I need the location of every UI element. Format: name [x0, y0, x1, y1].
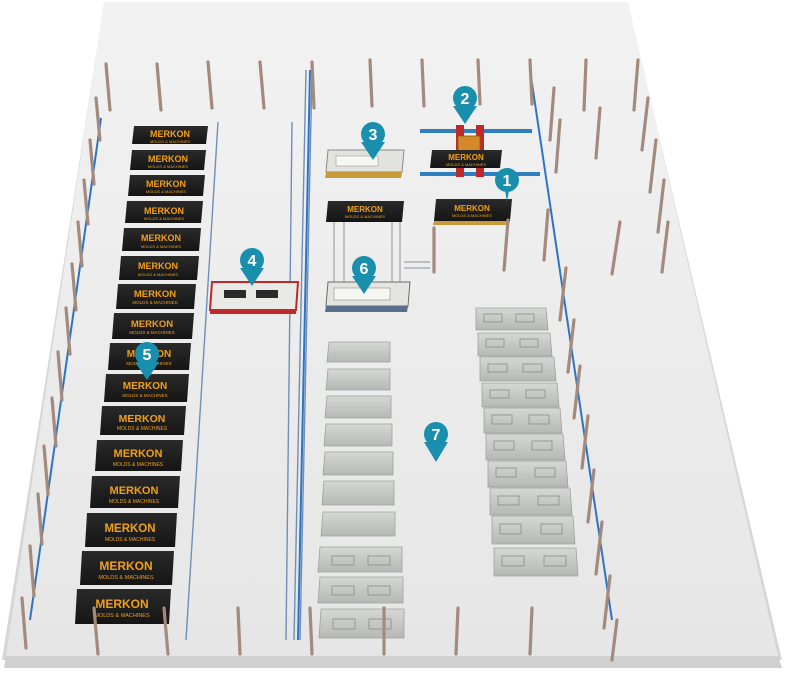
marker-5: 5	[135, 342, 159, 380]
marker-6: 6	[352, 256, 376, 294]
casting-table	[325, 149, 405, 178]
wall-panel	[491, 515, 576, 545]
mold-tagline: MOLDS & MACHINES	[148, 164, 189, 169]
mold-tagline: MOLDS & MACHINES	[452, 213, 493, 218]
wall-panel	[481, 382, 560, 408]
mold-platform: MERKON MOLDS & MACHINES	[95, 440, 183, 471]
mold-platform: MERKON MOLDS & MACHINES	[122, 228, 201, 251]
mold-brand: MERKON	[144, 206, 184, 216]
mold-platform: MERKON MOLDS & MACHINES	[130, 150, 206, 170]
mold-platform: MERKON MOLDS & MACHINES	[80, 551, 174, 585]
mold-tagline: MOLDS & MACHINES	[98, 575, 154, 581]
mold-brand: MERKON	[134, 289, 176, 300]
marker-4-label: 4	[248, 253, 257, 270]
panel-stack-center	[320, 341, 396, 537]
mold-tagline: MOLDS & MACHINES	[129, 330, 174, 335]
marker-5-label: 5	[143, 347, 152, 364]
marker-7: 7	[424, 422, 448, 462]
wall-panel	[487, 460, 569, 488]
mold-brand: MERKON	[347, 205, 383, 214]
marker-1: 1	[495, 168, 519, 202]
mold-brand: MERKON	[110, 485, 159, 497]
wall-panels-right	[475, 307, 579, 577]
mold-tagline: MOLDS & MACHINES	[117, 426, 168, 432]
mold-tagline: MOLDS & MACHINES	[345, 214, 386, 219]
wall-panels-center	[317, 546, 405, 639]
mold-platform: MERKON MOLDS & MACHINES	[128, 175, 205, 196]
wall-panel	[489, 487, 573, 516]
marker-7-label: 7	[432, 427, 441, 444]
wall-panel	[483, 407, 563, 434]
casting-table-center	[325, 281, 411, 312]
mold-brand: MERKON	[454, 204, 490, 213]
marker-4: 4	[240, 248, 264, 286]
marker-2: 2	[453, 86, 477, 124]
marker-3: 3	[361, 122, 385, 160]
wall-panel	[477, 332, 553, 357]
mold-tagline: MOLDS & MACHINES	[146, 189, 187, 194]
mold-brand: MERKON	[138, 261, 178, 271]
marker-1-label: 1	[503, 173, 512, 190]
mold-platform: MERKON MOLDS & MACHINES	[119, 256, 199, 280]
wall-panel	[479, 356, 557, 382]
frame-structure	[333, 222, 430, 282]
wall-panel	[475, 307, 549, 331]
mold-tagline: MOLDS & MACHINES	[144, 216, 185, 221]
mold-platform-top: MERKON MOLDS & MACHINES	[430, 150, 502, 168]
mold-platform: MERKON MOLDS & MACHINES	[85, 513, 177, 547]
mold-platform: MERKON MOLDS & MACHINES	[104, 374, 189, 402]
marker-3-label: 3	[369, 127, 378, 144]
mold-tagline: MOLDS & MACHINES	[94, 613, 150, 619]
mold-platform: MERKON MOLDS & MACHINES	[112, 313, 194, 339]
fence-posts	[20, 58, 670, 662]
mold-tagline: MOLDS & MACHINES	[132, 300, 177, 305]
mold-brand: MERKON	[95, 597, 148, 611]
mold-brand: MERKON	[99, 559, 152, 573]
mold-platform-top: MERKON MOLDS & MACHINES	[433, 199, 512, 225]
mold-tagline: MOLDS & MACHINES	[150, 139, 191, 144]
mold-brand: MERKON	[448, 153, 484, 162]
mold-tagline: MOLDS & MACHINES	[105, 537, 156, 543]
mold-brand: MERKON	[131, 319, 173, 330]
mold-platform: MERKON MOLDS & MACHINES	[132, 126, 208, 144]
marker-2-label: 2	[461, 91, 470, 108]
mold-platform: MERKON MOLDS & MACHINES	[125, 201, 203, 223]
mold-brand: MERKON	[123, 381, 167, 392]
mold-platform: MERKON MOLDS & MACHINES	[75, 589, 171, 624]
mold-tagline: MOLDS & MACHINES	[138, 272, 179, 277]
mold-tagline: MOLDS & MACHINES	[122, 393, 167, 398]
mold-platform: MERKON MOLDS & MACHINES	[116, 284, 196, 309]
wall-panel	[485, 433, 566, 461]
mold-platform: MERKON MOLDS & MACHINES	[90, 476, 180, 508]
mold-brand: MERKON	[146, 179, 186, 189]
mold-tagline: MOLDS & MACHINES	[113, 462, 164, 468]
mold-tagline: MOLDS & MACHINES	[109, 499, 160, 505]
wall-panel	[493, 547, 579, 577]
mold-brand: MERKON	[104, 523, 155, 535]
mold-row-left: MERKON MOLDS & MACHINES MERKON MOLDS & M…	[75, 126, 208, 624]
mold-platform: MERKON MOLDS & MACHINES	[100, 406, 186, 435]
distribution-cart	[208, 281, 300, 314]
marker-6-label: 6	[360, 261, 369, 278]
mold-brand: MERKON	[119, 413, 166, 425]
mold-brand: MERKON	[114, 448, 163, 460]
mold-tagline: MOLDS & MACHINES	[446, 162, 487, 167]
mold-brand: MERKON	[150, 129, 190, 139]
mold-tagline: MOLDS & MACHINES	[141, 244, 182, 249]
mold-brand: MERKON	[148, 154, 188, 164]
mold-brand: MERKON	[141, 233, 181, 243]
mold-platform-center: MERKON MOLDS & MACHINES	[326, 201, 404, 222]
